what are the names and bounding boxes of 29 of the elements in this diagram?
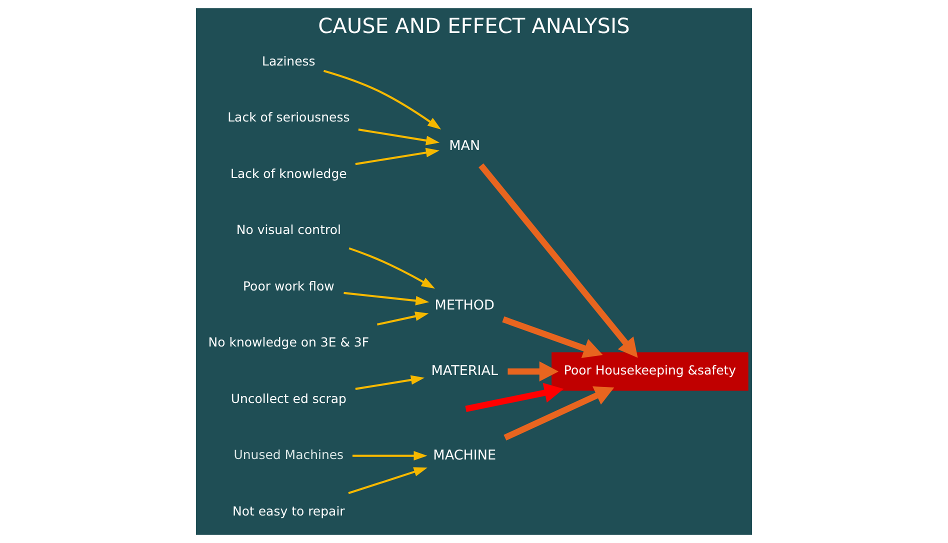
node-text: MATERIAL — [431, 362, 498, 379]
arrow — [504, 386, 614, 441]
node-text: Unused Machines — [234, 447, 344, 462]
diagram-title: CAUSE AND EFFECT ANALYSIS — [318, 14, 630, 38]
arrow — [355, 375, 425, 390]
node-box: Poor Housekeeping &safety — [552, 352, 748, 391]
node-text: MACHINE — [433, 447, 496, 464]
node-text: METHOD — [434, 297, 494, 314]
arrow — [465, 382, 564, 412]
arrow — [508, 361, 559, 382]
node-text: Lack of seriousness — [228, 110, 350, 125]
node-text: Uncollect ed scrap — [230, 390, 346, 406]
arrow — [344, 292, 430, 306]
arrow — [355, 148, 440, 166]
node-text: Laziness — [262, 53, 316, 68]
node-text: Not easy to repair — [232, 503, 345, 518]
node-text: Lack of knowledge — [230, 166, 347, 181]
node-text: Poor work flow — [242, 278, 334, 294]
arrow — [348, 247, 436, 289]
arrow — [358, 128, 440, 146]
arrow — [352, 451, 428, 461]
arrow — [323, 70, 442, 130]
arrow — [502, 316, 603, 358]
arrow — [376, 312, 429, 326]
node-text: MAN — [449, 138, 480, 154]
node-text: No visual control — [236, 222, 341, 238]
arrow — [348, 467, 428, 494]
node-text: No knowledge on 3E & 3F — [208, 334, 370, 350]
arrow — [478, 163, 638, 358]
